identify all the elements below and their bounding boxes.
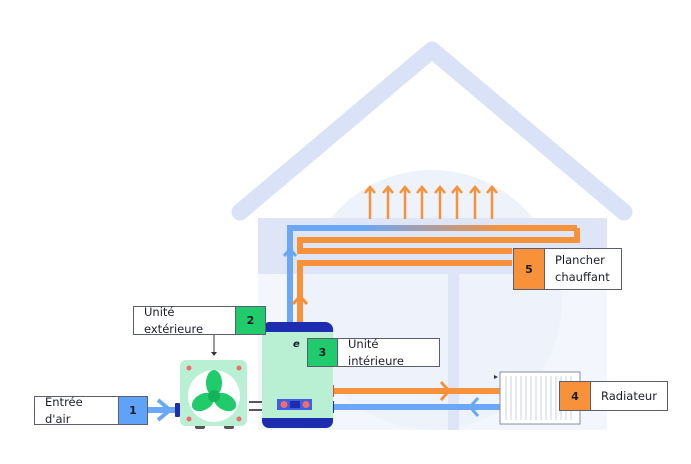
label-floor-heating: 5 Plancher chauffant — [513, 248, 622, 290]
air-intake-arrow — [148, 398, 180, 422]
floor-heating-pipe — [282, 225, 580, 330]
outdoor-unit — [180, 360, 262, 429]
label-text: Entrée d'air — [45, 394, 83, 426]
heat-arrow-icon — [486, 185, 498, 219]
radiator — [494, 371, 581, 425]
label-air-intake: Entrée d'air 1 — [34, 394, 148, 426]
heat-arrow-icon — [382, 185, 394, 219]
label-number: 2 — [235, 307, 265, 334]
label-radiator: 4 Radiateur — [559, 381, 668, 411]
heat-arrow-icon — [399, 185, 411, 219]
label-indoor-unit: 3 Unité intérieure — [307, 336, 440, 368]
label-text: Unité extérieure — [144, 304, 204, 336]
label-number: 1 — [118, 397, 147, 424]
label-text: Radiateur — [601, 388, 657, 403]
label-number: 4 — [560, 382, 591, 410]
brand-logo: e — [293, 339, 300, 350]
heat-arrow-icon — [469, 185, 481, 219]
heat-arrow-icon — [451, 185, 463, 219]
fan-icon — [191, 370, 237, 412]
label-number: 5 — [514, 249, 545, 289]
label-outdoor-unit: Unité extérieure 2 — [133, 304, 266, 336]
heat-arrow-icon — [434, 185, 446, 219]
heat-arrow-icon — [364, 185, 376, 219]
label-text: Plancher chauffant — [545, 249, 621, 289]
label-text-line1: Plancher — [555, 253, 605, 267]
label-text-line2: chauffant — [555, 270, 610, 284]
heat-rising-arrows — [364, 185, 498, 219]
label-text: Unité intérieure — [348, 336, 404, 368]
label-number: 3 — [308, 339, 338, 366]
heat-arrow-icon — [416, 185, 428, 219]
